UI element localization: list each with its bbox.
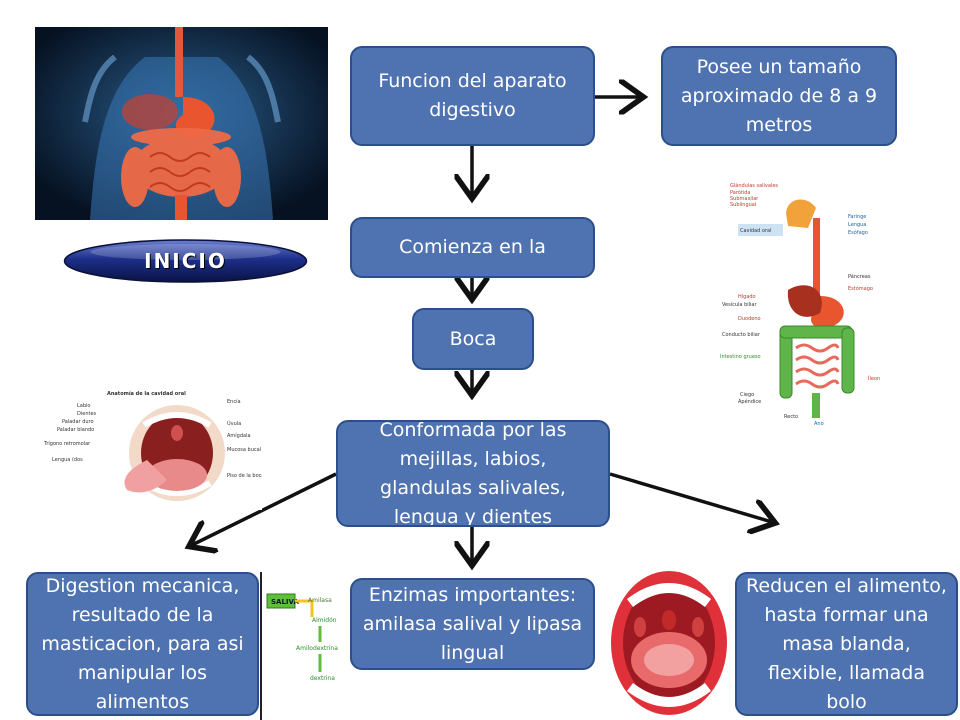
diagram-label-17: Apéndice: [738, 398, 761, 405]
node-funcion-text: Funcion del aparato digestivo: [378, 70, 567, 121]
svg-text:Almidón: Almidón: [312, 617, 337, 624]
oral-cavity-title: Anatomía de la cavidad oral: [107, 390, 186, 397]
diagram-label-19: Ano: [814, 421, 824, 427]
diagram-label-2: Parótida: [730, 189, 750, 196]
node-tamano-text: Posee un tamaño aproximado de 8 a 9 metr…: [680, 55, 878, 136]
saliva-flowchart-image: SALIVA Amilasa Almidón Amilodextrina dex…: [260, 572, 352, 720]
node-conformada: Conformada por las mejillas, labios, gla…: [336, 420, 610, 527]
svg-text:Amilodextrina: Amilodextrina: [296, 645, 338, 652]
node-reducen-text: Reducen el alimento, hasta formar una ma…: [746, 574, 947, 713]
diagram-label-3: Submaxilar: [730, 196, 759, 202]
node-conformada-text: Conformada por las mejillas, labios, gla…: [379, 420, 567, 527]
svg-text:Amígdala: Amígdala: [227, 432, 251, 439]
svg-text:Dientes: Dientes: [77, 411, 97, 417]
arrow-conformada-to-reducen: [609, 472, 772, 522]
diagram-label-15: Íleon: [868, 375, 880, 382]
node-comienza: Comienza en la: [350, 217, 595, 278]
node-funcion: Funcion del aparato digestivo: [350, 46, 595, 146]
open-mouth-icon: [611, 571, 727, 715]
svg-text:Encía: Encía: [227, 398, 241, 405]
node-boca: Boca: [412, 308, 534, 370]
digestive-system-torso-icon: [35, 27, 328, 220]
svg-text:Lengua (dos: Lengua (dos: [52, 457, 83, 463]
node-enzimas-text: Enzimas importantes: amilasa salival y l…: [362, 583, 583, 664]
oral-cavity-anatomy-icon: Anatomía de la cavidad oral Labio Diente…: [43, 390, 262, 501]
digestive-anatomy-image: [35, 27, 328, 220]
inicio-button[interactable]: INICIO: [63, 239, 308, 283]
diagram-label-13: Conducto biliar: [722, 332, 761, 338]
inicio-label: INICIO: [144, 249, 227, 273]
node-boca-text: Boca: [449, 327, 497, 350]
svg-text:Piso de la boca: Piso de la boca: [227, 473, 262, 479]
svg-text:Paladar duro: Paladar duro: [62, 419, 94, 425]
diagram-label-16: Ciego: [740, 392, 754, 398]
svg-text:Paladar blando: Paladar blando: [57, 427, 94, 433]
arrow-conformada-to-digestion: [192, 472, 337, 545]
diagram-label-18: Recto: [784, 414, 798, 420]
diagram-label-4: Sublingual: [730, 202, 756, 208]
diagram-label-12: Duodeno: [738, 316, 761, 322]
diagram-label-11: Vesícula biliar: [722, 301, 757, 308]
diagram-label-10: Hígado: [738, 293, 756, 300]
diagram-label-9: Estómago: [848, 285, 873, 292]
saliva-flowchart-icon: SALIVA Amilasa Almidón Amilodextrina dex…: [266, 593, 338, 682]
svg-text:Úvula: Úvula: [227, 420, 241, 427]
node-comienza-text: Comienza en la: [399, 236, 546, 258]
diagram-label-8: Páncreas: [848, 273, 871, 280]
digestive-system-labeled-diagram-icon: Cavidad oral Glándulas salivales Parótid…: [720, 182, 880, 427]
svg-text:SALIVA: SALIVA: [271, 598, 299, 606]
svg-text:Trígono retromolar: Trígono retromolar: [43, 440, 91, 447]
diagram-label-14: Intestino grueso: [720, 354, 761, 360]
diagram-label-5: Faringe: [848, 214, 866, 220]
svg-text:Labio: Labio: [77, 403, 90, 409]
node-tamano: Posee un tamaño aproximado de 8 a 9 metr…: [661, 46, 897, 146]
diagram-label-7: Esófago: [848, 229, 868, 236]
diagram-label-6: Lengua: [848, 222, 866, 228]
open-mouth-image: [608, 565, 730, 717]
svg-text:Amilasa: Amilasa: [308, 597, 332, 604]
diagram-label-0: Cavidad oral: [740, 228, 771, 234]
diagram-label-1: Glándulas salivales: [730, 182, 778, 189]
node-enzimas: Enzimas importantes: amilasa salival y l…: [350, 578, 595, 670]
oral-cavity-image: Anatomía de la cavidad oral Labio Diente…: [32, 385, 262, 510]
digestive-diagram-image: Cavidad oral Glándulas salivales Parótid…: [708, 178, 898, 428]
node-digestion-text: Digestion mecanica, resultado de la mast…: [41, 574, 244, 713]
svg-text:Mucosa bucal: Mucosa bucal: [227, 447, 261, 453]
node-reducen: Reducen el alimento, hasta formar una ma…: [735, 572, 958, 716]
svg-text:dextrina: dextrina: [310, 675, 335, 682]
node-digestion: Digestion mecanica, resultado de la mast…: [26, 572, 259, 716]
inicio-button-shape: [63, 239, 308, 283]
